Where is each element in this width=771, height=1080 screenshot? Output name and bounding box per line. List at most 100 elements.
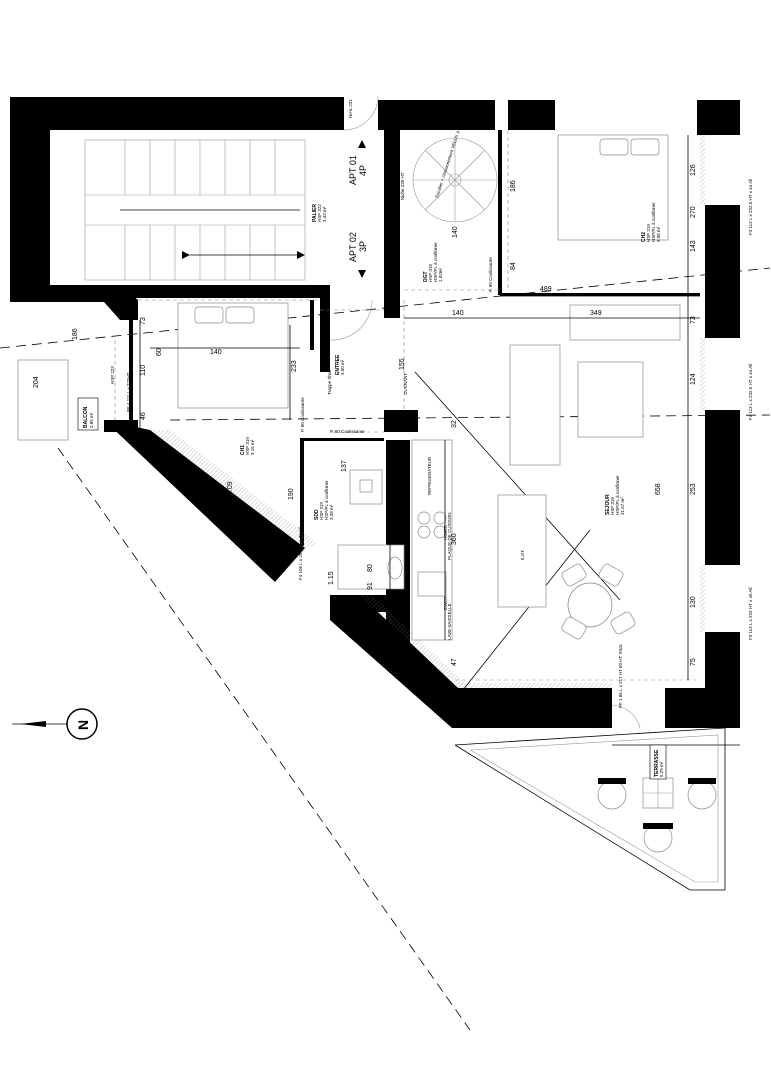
dim-91: 91	[367, 582, 374, 590]
dishwasher-label: LAVE-VAISSELLE	[447, 603, 452, 640]
arrow-icon	[182, 251, 190, 259]
niche2-note: Niche 260 HT	[541, 102, 546, 130]
dim-190: 190	[288, 488, 295, 500]
hsp-223-note: HSP 223	[110, 366, 115, 384]
apt02-label: APT 02 3P	[348, 232, 368, 278]
dimension-lines	[139, 130, 700, 680]
coulissante-dgt-note: P. 80 Coulissante	[488, 257, 493, 292]
room-ch1: CH1 HSP 319 9.15 m²	[240, 437, 255, 455]
palier-hsp: HSP 322	[317, 204, 322, 222]
arrow-up-icon	[358, 140, 366, 148]
island-label: ILOT	[520, 550, 525, 560]
dim-349: 349	[590, 310, 602, 317]
coulissante-ch1-note: P. 80 Coulissante	[300, 397, 305, 432]
terrasse-name: TERRASSE	[654, 749, 660, 777]
sdd-note: HSP/PL à confirmer	[324, 480, 329, 520]
ch1-name: CH1	[240, 445, 246, 455]
entree-name: ENTREE	[335, 354, 341, 375]
dgt-hsp: HSP 319	[428, 264, 433, 282]
ch1-hsp: HSP 319	[245, 437, 250, 455]
sofa	[509, 344, 561, 466]
f3-top-note: F3 113 L x 232.5 HT x 44 All	[748, 179, 753, 235]
dim-126: 126	[690, 164, 697, 176]
dim-360: 360	[451, 533, 458, 545]
sejour-hsp: HSP 319	[610, 497, 615, 515]
f3-bot-note: F3 113 L x 233 HT x 49 All	[748, 588, 753, 640]
nihl-note: NIHL 231	[348, 99, 353, 118]
dgt-note: HSP/PL à confirmer	[433, 242, 438, 282]
apt01-name: APT 01	[348, 155, 358, 185]
dim-75: 75	[690, 658, 697, 666]
dim-489: 489	[540, 286, 552, 293]
dim-233: 233	[291, 360, 298, 372]
dim-60: 60	[156, 348, 163, 356]
dim-658: 658	[655, 483, 662, 495]
dim-186-ch2: 186	[510, 180, 517, 192]
ouvrant-label: OUVRANT	[403, 373, 408, 395]
dining-table	[567, 582, 613, 628]
cooktop-label: PLAQUE DE CUISSON	[447, 512, 452, 560]
dim-80: 80	[367, 564, 374, 572]
room-sejour: SEJOUR HSP 319 HSP/PL à confirmer 31.57 …	[605, 475, 625, 515]
dim-130: 130	[690, 596, 697, 608]
door-swings	[329, 95, 641, 729]
ch2-hsp: HSP 319	[646, 224, 651, 242]
coulissante-sdd-note: P. 60 Coulissante	[330, 429, 365, 434]
dgt-area: 1.92m²	[438, 267, 443, 282]
sdd-hsp: HSP 319	[319, 502, 324, 520]
ch2-area: 9.08 m²	[656, 226, 661, 242]
room-balcon: BALCON 2.85 m²	[77, 397, 99, 431]
dim-124: 124	[690, 373, 697, 385]
dim-110: 110	[140, 365, 147, 376]
dim-84: 84	[510, 262, 517, 270]
sdd-area: 3.28 m²	[329, 504, 334, 520]
terrace-outline	[454, 727, 726, 891]
construction-lines	[0, 267, 771, 1031]
niche-note: Niche 230 HT	[400, 172, 405, 200]
dim-140-ch1: 140	[210, 349, 222, 356]
dim-253: 253	[690, 483, 697, 495]
palier-area: 3.43 m²	[322, 206, 327, 222]
dimension-labels: 140 60 233 110 46 73 186 204 3.09 190 13…	[33, 116, 697, 666]
dim-46: 46	[140, 412, 147, 420]
ch1-area: 9.15 m²	[250, 439, 255, 455]
f3-mid-note: F3 113 L x 232.5 HT x 44 All	[748, 364, 753, 420]
dim-3-09: 3.09	[227, 481, 234, 495]
sejour-area: 31.57 m²	[620, 497, 625, 515]
sejour-name: SEJOUR	[605, 494, 611, 515]
dim-140-sejour: 140	[452, 310, 464, 317]
pf4-note: PF 4 111 L x 222HT	[126, 372, 131, 412]
f4-note: F4 106 L x 203 HT x 75 All	[298, 527, 303, 580]
dim-38: 38	[510, 116, 517, 124]
staircase	[84, 139, 306, 281]
coffee-table	[577, 361, 644, 438]
dim-270: 270	[690, 206, 697, 218]
north-arrow: N	[12, 708, 98, 740]
toilet	[387, 556, 403, 580]
apt01-label: APT 01 4P	[348, 140, 368, 185]
dim-73-sejour: 73	[690, 316, 697, 324]
apt01-rooms: 4P	[358, 165, 368, 176]
room-entree: ENTREE 3.50 m²	[335, 354, 345, 375]
dim-32: 32	[451, 420, 458, 428]
apt02-rooms: 3P	[358, 241, 368, 252]
dim-137: 137	[341, 460, 348, 472]
room-ch2: CH2 HSP 319 HSP/PL à confirmer 9.08 m²	[641, 202, 661, 242]
dim-143: 143	[690, 240, 697, 252]
sejour-note: HSP/PL à confirmer	[615, 475, 620, 515]
dim-140-dgt: 140	[452, 226, 459, 238]
ch2-name: CH2	[641, 232, 647, 242]
ch2-note: HSP/PL à confirmer	[651, 202, 656, 242]
balcon-area: 2.85 m²	[89, 412, 94, 428]
sink-label: EVIER	[443, 596, 448, 610]
room-dgt: DGT HSP 319 HSP/PL à confirmer 1.92m²	[423, 242, 443, 282]
refrigerator-label: REFRIGERATEUR	[427, 456, 432, 495]
hood-label: HOTTE	[443, 525, 448, 540]
dim-204: 204	[33, 376, 40, 388]
arrow-icon	[297, 251, 305, 259]
palier-name: PALIER	[312, 204, 318, 222]
arrow-down-icon	[358, 270, 366, 278]
room-terrasse: TERRASSE 5.29 m²	[649, 744, 667, 780]
trappe-note: Trappe Sholl	[327, 370, 332, 395]
